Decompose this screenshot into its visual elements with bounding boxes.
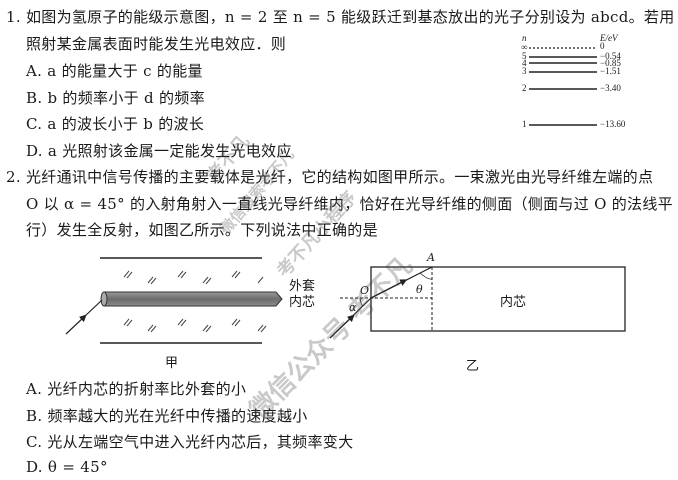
label-theta: θ (416, 283, 423, 296)
label-point-O: O (360, 284, 370, 297)
level-n-5: 5 (522, 51, 527, 61)
rod-end-face (100, 291, 108, 307)
caption-yi: 乙 (466, 359, 480, 374)
figure-jia (65, 257, 283, 344)
level-n-4: 4 (522, 58, 527, 68)
q2-stem-line2: O 以 α = 45° 的入射角射入一直线光导纤维内，恰好在光导纤维的侧面（侧面… (26, 195, 673, 213)
level-e-inf: 0 (600, 41, 605, 51)
q2-stem-line3: 行）发生全反射，如图乙所示。下列说法中正确的是 (26, 221, 378, 239)
level-e-5: −0.54 (600, 51, 621, 61)
caption-jia: 甲 (165, 356, 179, 371)
ray-arrow-jia (65, 314, 87, 335)
label-alpha: α (349, 301, 357, 314)
level-e-3: −1.51 (600, 66, 621, 76)
inner-core-rod (103, 291, 283, 307)
level-n-inf: ∞ (521, 42, 528, 52)
incident-arrow-yi (329, 314, 355, 339)
n-header: n (522, 33, 527, 43)
level-n-2: 2 (522, 83, 527, 93)
q2-option-d: D. θ = 45° (26, 458, 108, 476)
label-point-A: A (427, 251, 435, 264)
q1-option-b: B. b 的频率小于 d 的频率 (26, 89, 205, 107)
cladding-hatch-marks (123, 270, 267, 333)
e-header: E/eV (600, 33, 618, 43)
level-n-3: 3 (522, 66, 527, 76)
alpha-arc (359, 297, 364, 307)
q1-option-d: D. a 光照射该金属一定能发生光电效应 (26, 142, 292, 160)
level-e-4: −0.85 (600, 58, 621, 68)
q2-option-c: C. 光从左端空气中进入光纤内芯后，其频率变大 (26, 433, 354, 451)
q1-stem-line2: 照射某金属表面时能发生光电效应．则 (26, 35, 287, 53)
label-outer-cladding: 外套 (289, 279, 316, 294)
q1-option-a: A. a 的能量大于 c 的能量 (26, 62, 203, 80)
label-inner-core-yi: 内芯 (500, 295, 527, 310)
q2-option-b: B. 频率越大的光在光纤中传播的速度越小 (26, 407, 308, 425)
theta-arc (419, 272, 433, 280)
core-rectangle (370, 266, 626, 332)
level-e-1: −13.60 (600, 119, 626, 129)
q1-option-c: C. a 的波长小于 b 的波长 (26, 115, 205, 133)
q1-stem-line1: 1. 如图为氢原子的能级示意图，n = 2 至 n = 5 能级跃迁到基态放出的… (6, 8, 678, 26)
level-e-2: −3.40 (600, 83, 621, 93)
q2-stem-line1: 2. 光纤通讯中信号传播的主要载体是光纤，它的结构如图甲所示。一束激光由光导纤维… (6, 168, 654, 186)
figure-yi (329, 266, 626, 339)
level-n-1: 1 (522, 119, 527, 129)
q2-option-a: A. 光纤内芯的折射率比外套的小 (26, 380, 247, 398)
refracted-arrow (370, 279, 408, 299)
label-inner-core-jia: 内芯 (289, 295, 316, 310)
